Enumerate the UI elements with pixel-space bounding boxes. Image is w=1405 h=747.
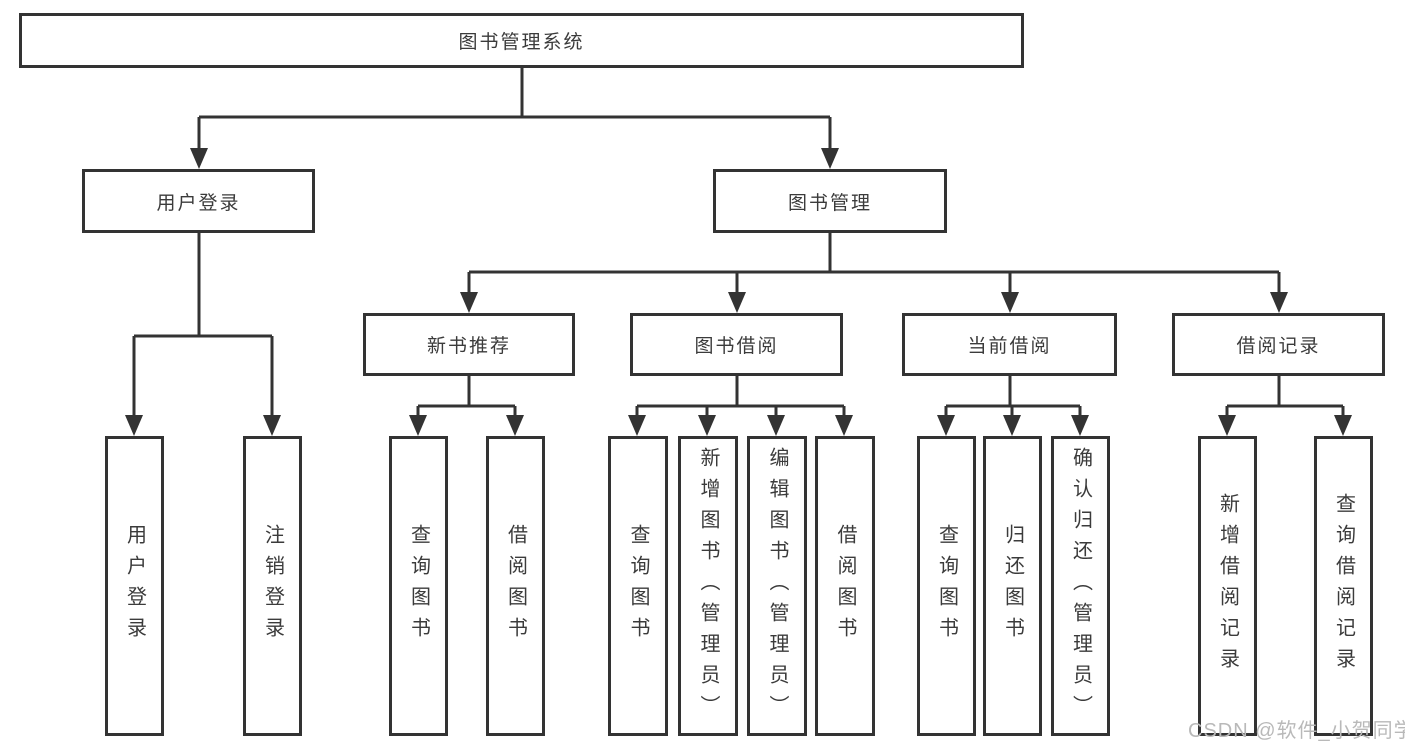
node-label: 借阅记录 xyxy=(1236,336,1321,357)
node-label: 图书管理系统 xyxy=(458,32,585,53)
node-label: 确认归还（管理员） xyxy=(1069,446,1092,726)
leaf-return-book: 归还图书 xyxy=(983,436,1042,736)
leaf-confirm-return-admin: 确认归还（管理员） xyxy=(1051,436,1110,736)
leaf-query-borrow-record: 查询借阅记录 xyxy=(1314,436,1373,736)
node-label: 编辑图书（管理员） xyxy=(766,446,788,726)
node-label: 图书借阅 xyxy=(694,336,779,357)
node-label: 新书推荐 xyxy=(426,336,511,357)
node-label: 新增图书（管理员） xyxy=(697,446,719,726)
node-user-login: 用户登录 xyxy=(82,169,315,233)
node-book-management: 图书管理 xyxy=(713,169,947,233)
node-label: 归还图书 xyxy=(1001,524,1024,648)
leaf-query-books-current: 查询图书 xyxy=(917,436,976,736)
leaf-add-borrow-record: 新增借阅记录 xyxy=(1198,436,1257,736)
node-new-book-recommend: 新书推荐 xyxy=(363,313,575,376)
leaf-query-books-recommend: 查询图书 xyxy=(389,436,448,736)
node-current-borrow: 当前借阅 xyxy=(902,313,1117,376)
node-label: 查询借阅记录 xyxy=(1332,493,1355,679)
node-book-borrow: 图书借阅 xyxy=(630,313,843,376)
node-borrow-records: 借阅记录 xyxy=(1172,313,1385,376)
node-book-management-system: 图书管理系统 xyxy=(19,13,1024,68)
leaf-borrow-books-recommend: 借阅图书 xyxy=(486,436,545,736)
node-label: 当前借阅 xyxy=(967,336,1052,357)
node-label: 查询图书 xyxy=(935,524,958,648)
leaf-logout: 注销登录 xyxy=(243,436,302,736)
node-label: 新增借阅记录 xyxy=(1216,493,1239,679)
node-label: 用户登录 xyxy=(156,192,241,214)
leaf-borrow-books: 借阅图书 xyxy=(815,436,875,736)
node-label: 查询图书 xyxy=(407,524,430,648)
leaf-add-book-admin: 新增图书（管理员） xyxy=(678,436,738,736)
watermark: CSDN @软件_小贺同学 xyxy=(1188,720,1405,742)
leaf-user-login: 用户登录 xyxy=(105,436,164,736)
node-label: 注销登录 xyxy=(261,524,284,648)
leaf-edit-book-admin: 编辑图书（管理员） xyxy=(747,436,807,736)
node-label: 查询图书 xyxy=(627,524,649,648)
node-label: 图书管理 xyxy=(787,192,872,214)
node-label: 用户登录 xyxy=(123,524,146,648)
node-label: 借阅图书 xyxy=(834,524,856,648)
leaf-query-books-borrow: 查询图书 xyxy=(608,436,668,736)
node-label: 借阅图书 xyxy=(504,524,527,648)
